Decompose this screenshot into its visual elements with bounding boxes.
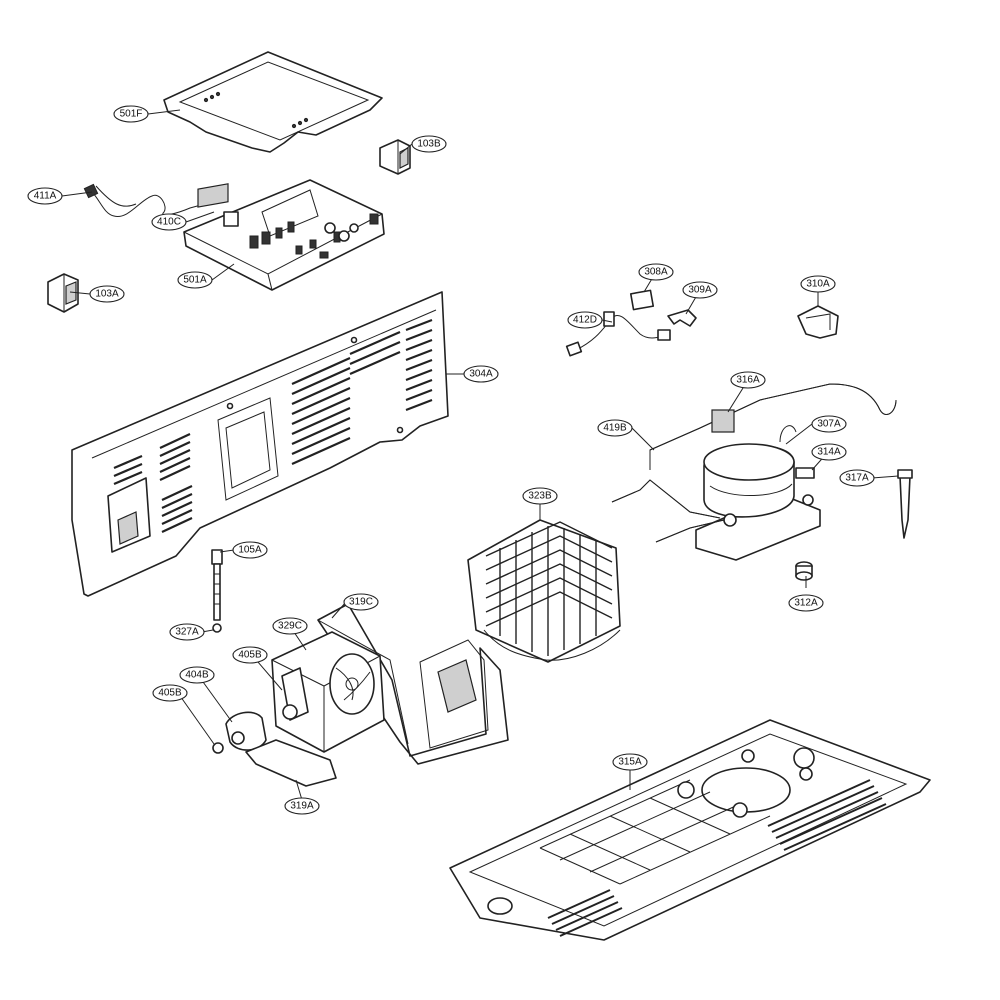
callout-label: 412D: [573, 315, 597, 326]
callout-label: 310A: [806, 279, 830, 290]
callout-307a: 307A: [811, 415, 847, 433]
compressor-part: [611, 383, 897, 561]
callout-316a: 316A: [730, 371, 766, 389]
callout-label: 404B: [185, 670, 209, 681]
callout-103a: 103A: [89, 285, 125, 303]
callout-314a: 314A: [811, 443, 847, 461]
callout-310a: 310A: [800, 275, 836, 293]
cover-plate-part: [163, 51, 383, 153]
clip-103a-part: [47, 273, 79, 313]
callout-405b-upper: 405B: [232, 646, 268, 664]
callout-label: 312A: [794, 598, 818, 609]
probe-317a-part: [897, 469, 913, 539]
callout-label: 501A: [183, 275, 207, 286]
callout-label: 317A: [845, 473, 869, 484]
control-board-part: [183, 179, 385, 291]
callout-404b: 404B: [179, 666, 215, 684]
callout-103b: 103B: [411, 135, 447, 153]
callout-label: 103A: [95, 289, 119, 300]
callout-label: 308A: [644, 267, 668, 278]
callout-319a: 319A: [284, 797, 320, 815]
grommet-part: [795, 561, 813, 581]
callout-label: 316A: [736, 375, 760, 386]
callout-label: 309A: [688, 285, 712, 296]
callout-319c: 319C: [343, 593, 379, 611]
callout-label: 419B: [603, 423, 627, 434]
callout-412d: 412D: [567, 311, 603, 329]
callout-308a: 308A: [638, 263, 674, 281]
callout-label: 314A: [817, 447, 841, 458]
callout-label: 329C: [278, 621, 302, 632]
callout-309a: 309A: [682, 281, 718, 299]
callout-327a: 327A: [169, 623, 205, 641]
callout-315a: 315A: [612, 753, 648, 771]
callout-label: 411A: [34, 191, 57, 202]
callout-label: 319A: [290, 801, 314, 812]
callout-501a: 501A: [177, 271, 213, 289]
callout-label: 405B: [238, 650, 262, 661]
callout-label: 319C: [349, 597, 373, 608]
callout-312a: 312A: [788, 594, 824, 612]
callout-501f: 501F: [113, 105, 149, 123]
callout-label: 304A: [469, 369, 493, 380]
fan-assembly-part: [212, 603, 509, 787]
callout-410c: 410C: [151, 213, 187, 231]
callout-317a: 317A: [839, 469, 875, 487]
callout-411a: 411A: [27, 187, 63, 205]
clip-103b-part: [379, 139, 411, 175]
callout-304a: 304A: [463, 365, 499, 383]
valve-part: [211, 549, 223, 633]
callout-label: 103B: [417, 139, 441, 150]
callout-419b: 419B: [597, 419, 633, 437]
callout-label: 501F: [120, 109, 143, 120]
base-pan-part: [449, 719, 931, 941]
small-parts-group: [565, 289, 839, 357]
callout-label: 327A: [175, 627, 199, 638]
callout-405b-lower: 405B: [152, 684, 188, 702]
callout-323b: 323B: [522, 487, 558, 505]
power-cord-part: [83, 183, 213, 217]
callout-329c: 329C: [272, 617, 308, 635]
back-panel-part: [71, 291, 449, 597]
callout-label: 105A: [238, 545, 262, 556]
condenser-part: [467, 519, 621, 663]
callout-label: 410C: [157, 217, 181, 228]
callout-label: 323B: [528, 491, 552, 502]
callout-105a: 105A: [232, 541, 268, 559]
callout-label: 405B: [158, 688, 182, 699]
callout-label: 315A: [618, 757, 642, 768]
callout-label: 307A: [817, 419, 841, 430]
